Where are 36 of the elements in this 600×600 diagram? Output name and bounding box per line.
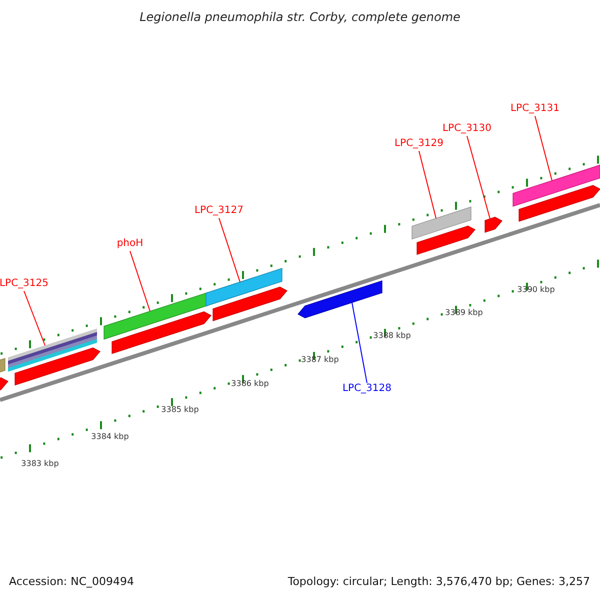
leader-line [24, 290, 46, 346]
cds-block [484, 216, 502, 233]
scale-label: 3386 kbp [231, 380, 269, 388]
cds-block [14, 347, 100, 386]
gene-label: LPC_3129 [394, 139, 444, 149]
cds-block [518, 184, 600, 222]
scale-label: 3385 kbp [161, 406, 199, 414]
cds-block [212, 286, 288, 322]
diagram-title: Legionella pneumophila str. Corby, complete genome [140, 11, 460, 23]
footer-text: Topology: circular; Length: 3,576,470 bp; Genes: 3,257 [288, 576, 590, 587]
leader-line [218, 218, 240, 282]
cds-block [298, 280, 382, 318]
scale-label: 3390 kbp [517, 286, 555, 294]
gene-label: LPC_3131 [510, 104, 560, 114]
leader-line [352, 302, 368, 384]
scale-label: 3383 kbp [21, 460, 59, 468]
scale-label: 3389 kbp [445, 309, 483, 317]
scale-label: 3384 kbp [91, 433, 129, 441]
leader-line [466, 136, 490, 220]
gene-bar [104, 292, 208, 340]
leader-line [130, 250, 150, 312]
gene-label: LPC_3128 [342, 384, 392, 394]
cds-block [416, 226, 476, 255]
gene-label: LPC_3125 [0, 279, 49, 289]
leader-line [418, 150, 436, 219]
cds-block [112, 311, 212, 354]
gene-bar [8, 328, 97, 372]
gene-label: phoH [116, 239, 144, 249]
gene-bar [412, 206, 472, 240]
scale-label: 3387 kbp [301, 356, 339, 364]
gene-bar [512, 164, 600, 207]
gene-bar [206, 268, 282, 306]
footer-text: Accession: NC_009494 [9, 576, 134, 587]
gene-label: LPC_3127 [194, 206, 244, 216]
scale-label: 3388 kbp [373, 332, 411, 340]
gene-label: LPC_3130 [442, 124, 492, 134]
